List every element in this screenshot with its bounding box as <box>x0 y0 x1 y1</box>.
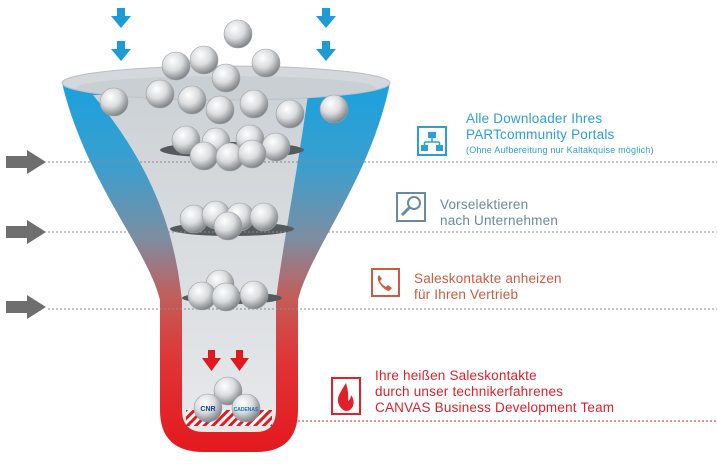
stage-label-hot-line1: Ihre heißen Saleskontakte <box>375 368 537 383</box>
stage-label-preselect-line2: nach Unternehmen <box>440 213 559 228</box>
down-arrow-red-2 <box>230 350 249 371</box>
funnel-inner <box>93 95 308 432</box>
network-icon <box>417 126 447 156</box>
stage-label-preselect-line1: Vorselektieren <box>440 197 529 212</box>
stage-label-downloader-line1: Alle Downloader Ihres <box>466 111 603 126</box>
logo-cnr: CNR <box>200 406 215 413</box>
stage-label-downloader: Alle Downloader Ihres PARTcommunity Port… <box>466 111 654 156</box>
side-arrow-3 <box>6 295 46 319</box>
phone-icon <box>371 268 400 297</box>
stage-label-heatup-line1: Saleskontakte anheizen <box>414 271 562 286</box>
stage-label-hot: Ihre heißen Saleskontakte durch unser te… <box>375 368 614 416</box>
down-arrow-blue-3 <box>316 8 336 28</box>
logo-cadenas: CADENAS <box>234 407 259 413</box>
magnifier-icon <box>396 192 426 222</box>
down-arrow-blue-1 <box>111 8 131 28</box>
stage-label-hot-line2: durch unser technikerfahrenes <box>375 384 564 399</box>
stage-label-heatup: Saleskontakte anheizen für Ihren Vertrie… <box>414 271 562 303</box>
fire-icon <box>331 377 361 415</box>
down-arrow-blue-2 <box>111 41 131 61</box>
down-arrow-blue-4 <box>316 41 336 61</box>
stage-label-downloader-line2: PARTcommunity Portals <box>466 127 615 142</box>
side-arrow-2 <box>6 220 46 244</box>
stage-label-downloader-sub: (Ohne Aufbereitung nur Kaltakquise mögli… <box>466 145 654 155</box>
stage-label-hot-line3: CANVAS Business Development Team <box>375 400 615 415</box>
balls-group <box>99 19 349 423</box>
down-arrow-red-1 <box>202 350 221 371</box>
side-arrow-1 <box>6 150 46 174</box>
stage-label-preselect: Vorselektieren nach Unternehmen <box>440 197 558 229</box>
stage-label-heatup-line2: für Ihren Vertrieb <box>414 287 519 302</box>
